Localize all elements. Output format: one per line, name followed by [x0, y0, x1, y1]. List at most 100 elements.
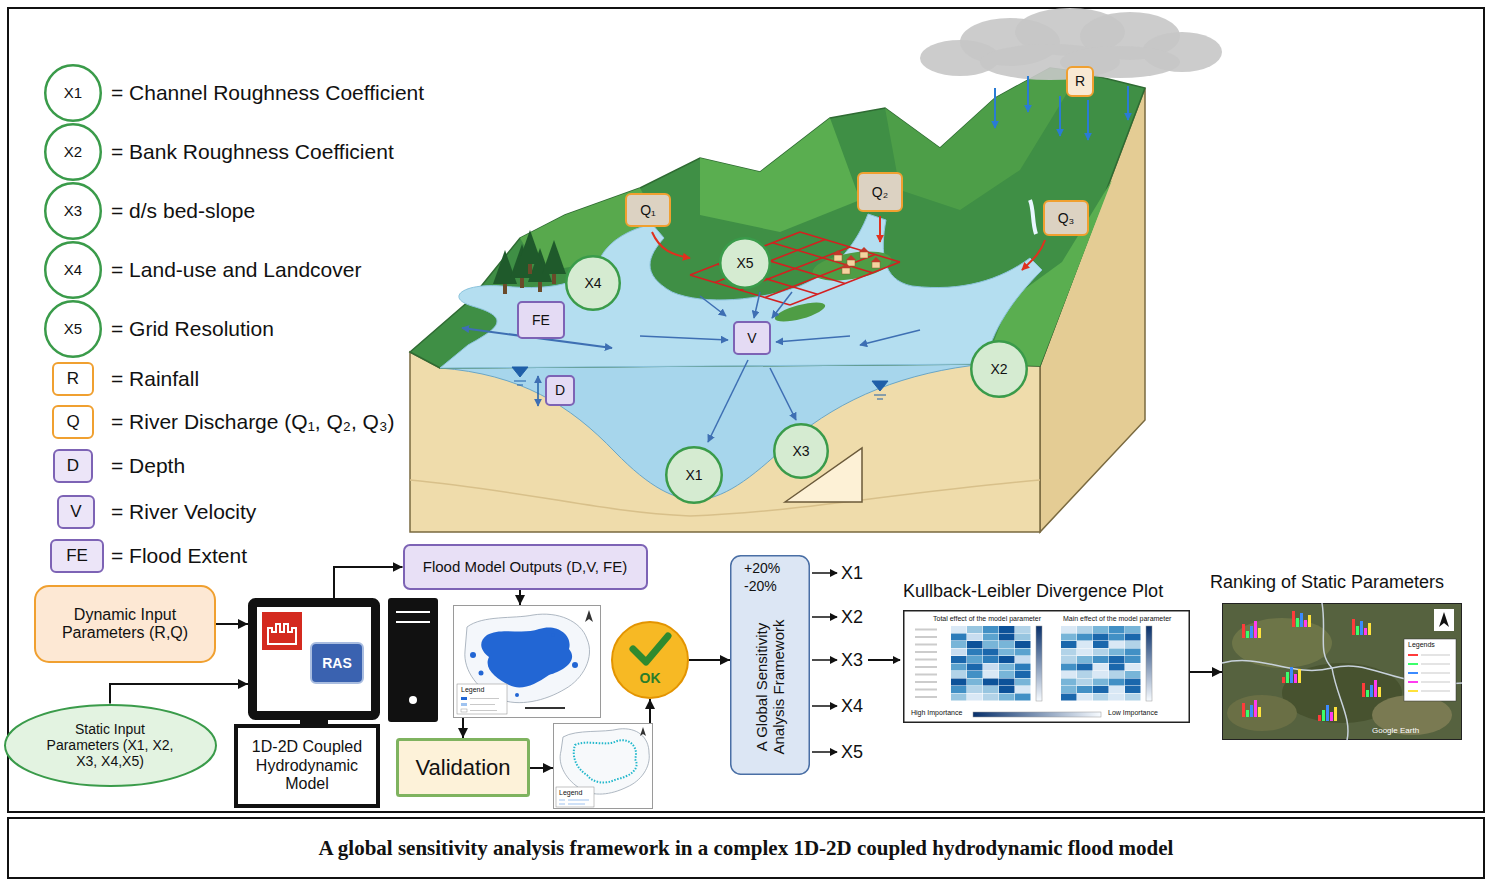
heatmap-cell [1125, 686, 1141, 693]
heatmap-cell [951, 626, 967, 633]
heatmap-cell [1109, 656, 1125, 663]
heatmap-cell [967, 671, 983, 678]
legend-sample [1408, 654, 1418, 656]
heatmap-cell [1125, 634, 1141, 641]
heatmap-cell [951, 649, 967, 656]
node-text: X3 [64, 202, 82, 219]
parameter-arrow [812, 616, 837, 618]
heatmap-cell [1093, 626, 1109, 633]
ranking-bar [1362, 683, 1365, 697]
ranking-bar [1292, 611, 1295, 627]
heatmap-cell [967, 679, 983, 686]
north-arrow [1439, 612, 1449, 627]
node-text: 1D-2D Coupled Hydrodynamic Model [246, 738, 368, 793]
flow-arrow [519, 590, 521, 605]
parameter-arrow [812, 705, 837, 707]
ranking-bar [1286, 672, 1289, 683]
node-text: D [67, 456, 79, 476]
ranking-bar [1352, 619, 1355, 635]
node-outline [734, 322, 770, 354]
heatmap-cell [1061, 626, 1077, 633]
output-box: Flood Model Outputs (D,V, FE) [403, 544, 648, 590]
heatmap-cell [983, 664, 999, 671]
heatmap-cell [1109, 694, 1125, 701]
heatmap-cell [967, 656, 983, 663]
water-level-symbol [512, 367, 528, 385]
legend-input-box: R [52, 362, 94, 396]
kl-divergence-plot: Kullback-Leibler Divergence PlotTotal ef… [903, 610, 1190, 723]
heatmap-cell [1109, 634, 1125, 641]
heatmap-cell [1015, 694, 1031, 701]
basin-outline [560, 729, 649, 794]
flow-arrow [689, 659, 730, 661]
caption-text: A global sensitivity analysis framework … [8, 836, 1484, 860]
flow-arrow [462, 718, 464, 738]
parameter-callout: X1 [665, 446, 723, 504]
node-outline [971, 341, 1027, 397]
heatmap-cell [1109, 664, 1125, 671]
heatmap-cell [1077, 686, 1093, 693]
scale-bar [525, 707, 565, 709]
node-outline [5, 705, 216, 786]
node-outline [45, 65, 101, 121]
ranking-bar [1334, 707, 1337, 721]
legend-lines [1421, 673, 1450, 674]
node-shape [903, 610, 1190, 723]
heatmap-cell [1061, 664, 1077, 671]
tower-button [409, 696, 417, 704]
flow-direction-arrow [860, 330, 920, 345]
heatmap-cell [1093, 664, 1109, 671]
node-text: X1 [685, 467, 702, 483]
ranking-bar [1370, 685, 1373, 697]
node-text: R [1075, 73, 1085, 89]
validation-box: Validation [396, 738, 530, 797]
output-callout: D [545, 375, 575, 406]
ranking-bar [1246, 631, 1249, 638]
heatmap-cell [1077, 671, 1093, 678]
node-outline [626, 194, 670, 226]
tower-detail [396, 612, 430, 622]
dynamic-input-box: Dynamic Input Parameters (R,Q) [34, 585, 216, 663]
legend-lines [559, 800, 589, 804]
legend-sample [461, 697, 467, 700]
flow-arrow [649, 699, 651, 723]
parameter-arrow [868, 659, 900, 661]
tree-crown [518, 230, 542, 264]
house-roof [859, 247, 869, 252]
heatmap-cell [1093, 686, 1109, 693]
node-text: FE [532, 312, 550, 328]
heatmap-cell [1125, 664, 1141, 671]
validation-map-image: Legend [553, 723, 653, 809]
ranking-bar [1378, 687, 1381, 697]
inflow-arrow [1022, 240, 1045, 270]
legend-sample [1408, 663, 1418, 665]
legend-text: = Channel Roughness Coefficient [111, 81, 424, 105]
node-text: X5 [64, 320, 82, 337]
flood-extent-area [481, 627, 572, 687]
node-outline [45, 124, 101, 180]
ranking-bar [1258, 628, 1261, 638]
flow-arrow [110, 684, 248, 704]
node-outline [51, 540, 103, 572]
static-input-ellipse: Static Input Parameters (X1, X2, X3, X4,… [4, 704, 217, 787]
heatmap-cell [999, 634, 1015, 641]
legend-text: = Rainfall [111, 367, 199, 391]
rain-arrow [1059, 96, 1061, 136]
node-outline [554, 724, 653, 809]
row-label-mark [915, 644, 937, 646]
castle-icon [268, 624, 296, 644]
node-outline [1044, 201, 1088, 235]
ranking-bar [1360, 621, 1363, 635]
ranking-bar [1250, 626, 1253, 638]
node-text: Validation [416, 755, 511, 780]
terrain-patch [1227, 695, 1297, 731]
heatmap-cell [951, 656, 967, 663]
north-arrow-box [1434, 609, 1454, 631]
heatmap-cell [999, 664, 1015, 671]
tree-crown [542, 240, 566, 274]
heatmap-cell [951, 686, 967, 693]
node-outline [666, 447, 722, 503]
heatmap-cell [951, 671, 967, 678]
ranking-bar [1304, 620, 1307, 627]
ranking-bar [1242, 703, 1245, 717]
